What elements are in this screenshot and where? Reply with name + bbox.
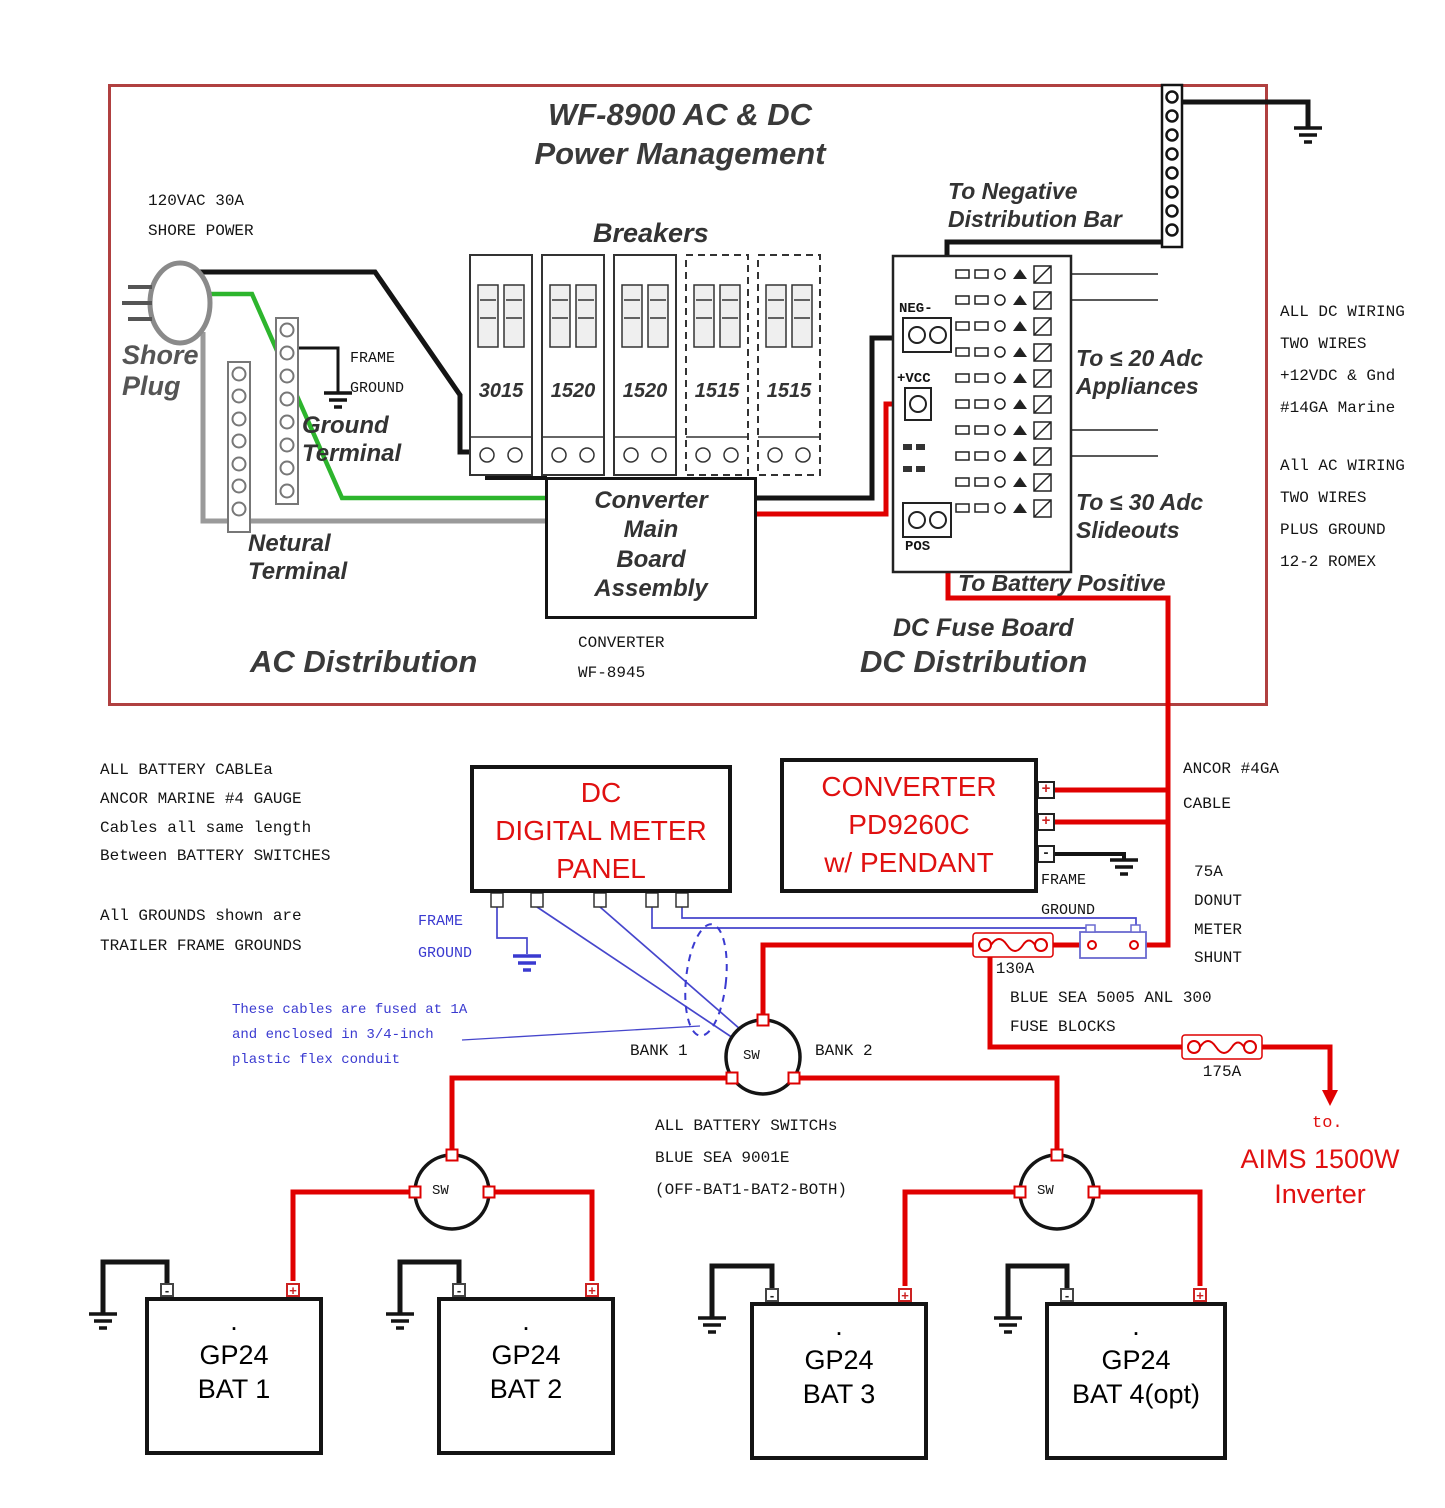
negative-distribution-bar <box>1160 83 1184 249</box>
neutral-terminal-strip <box>227 361 251 533</box>
ac-wiring-note: All AC WIRING TWO WIRES PLUS GROUND 12-2… <box>1280 457 1405 571</box>
breaker-value-3: 1520 <box>622 380 668 402</box>
converter-pd-terminals <box>1037 781 1055 863</box>
conduit-note: These cables are fused at 1A and enclose… <box>232 1002 468 1069</box>
pos-terminal-label: POS <box>905 539 931 555</box>
sw-bank1-label: SW <box>432 1183 449 1199</box>
gray-neutral-wire <box>200 332 547 524</box>
inverter-arrowhead <box>1322 1090 1338 1106</box>
converter-terminal-plus1: + <box>1041 780 1051 797</box>
frame-ground-converter-label: FRAME GROUND <box>1041 872 1096 919</box>
breaker-value-2: 1520 <box>550 380 596 402</box>
neutral-terminal-label: Netural Terminal <box>248 530 348 585</box>
to-30adc-label: To ≤ 30 Adc Slideouts <box>1076 489 1204 543</box>
dc-digital-meter-panel-box: DC DIGITAL METER PANEL <box>470 765 732 893</box>
battery-2-pos-terminal: + <box>585 1283 599 1297</box>
breakers-label: Breakers <box>593 218 709 248</box>
converter-main-board-box: Converter Main Board Assembly <box>545 477 757 619</box>
bank1-label: BANK 1 <box>630 1042 688 1060</box>
meter-sense-wires <box>461 906 1137 1045</box>
shunt-label: 75A DONUT METER SHUNT <box>1194 863 1243 968</box>
conduit-ellipse <box>684 923 728 1037</box>
converter-terminal-minus: - <box>1043 844 1049 861</box>
vcc-terminal-label: +VCC <box>897 371 931 387</box>
panel-title: WF-8900 AC & DC Power Management <box>534 97 826 171</box>
ancor-cable-label: ANCOR #4GA CABLE <box>1183 760 1280 814</box>
battery-2-box: . GP24 BAT 2 <box>437 1297 615 1455</box>
fuse-130a-label: 130A <box>995 960 1035 978</box>
battery-switch-bank1 <box>407 1147 497 1231</box>
battery-3-neg-terminal: - <box>765 1288 779 1302</box>
shore-power-label: 120VAC 30A SHORE POWER <box>148 192 254 241</box>
battery-3-pos-terminal: + <box>898 1288 912 1302</box>
battery-switch-note: ALL BATTERY SWITCHs BLUE SEA 9001E (OFF-… <box>655 1117 848 1199</box>
battery-3-box: . GP24 BAT 3 <box>750 1302 928 1460</box>
frame-ground-panel-label: FRAME GROUND <box>350 350 405 397</box>
dc-distribution-label: DC Distribution <box>860 644 1088 679</box>
power-panel-border <box>108 84 1268 706</box>
battery-switch-bank2 <box>1012 1147 1102 1231</box>
battery-1-box: . GP24 BAT 1 <box>145 1297 323 1455</box>
to-negative-bar-label: To Negative Distribution Bar <box>948 178 1122 232</box>
grounds-note: All GROUNDS shown are TRAILER FRAME GROU… <box>100 907 302 955</box>
battery-4-neg-terminal: - <box>1060 1288 1074 1302</box>
shunt-symbol <box>1079 924 1147 959</box>
to-20adc-label: To ≤ 20 Adc Appliances <box>1076 345 1204 399</box>
shore-plug-label: Shore Plug <box>122 340 199 402</box>
bank2-label: BANK 2 <box>815 1042 873 1060</box>
fuse-blocks-note: BLUE SEA 5005 ANL 300 FUSE BLOCKS <box>1010 989 1212 1036</box>
converter-model-label: CONVERTER WF-8945 <box>578 634 665 683</box>
neg-terminal-label: NEG- <box>899 301 933 317</box>
breaker-value-5: 1515 <box>766 380 812 402</box>
sw-bank2-label: SW <box>1037 1183 1054 1199</box>
inverter-to-label: to. <box>1312 1114 1343 1133</box>
ground-terminal-label: Ground Terminal <box>302 412 402 467</box>
shore-plug-symbol <box>122 260 213 346</box>
inverter-label: AIMS 1500W Inverter <box>1240 1144 1400 1210</box>
breaker-bank <box>469 254 821 476</box>
battery-1-pos-terminal: + <box>286 1283 300 1297</box>
meter-panel-pins <box>490 892 689 908</box>
breaker-value-1: 3015 <box>478 380 524 402</box>
fuse-175a-label: 175A <box>1202 1063 1242 1081</box>
frame-ground-meter-label: FRAME GROUND <box>418 913 473 962</box>
dc-positive-wires <box>290 401 1333 1286</box>
dc-fuse-board-label: DC Fuse Board <box>893 614 1074 642</box>
to-battery-positive-label: To Battery Positive <box>958 570 1166 596</box>
ac-distribution-label: AC Distribution <box>250 644 478 679</box>
breaker-value-4: 1515 <box>694 380 740 402</box>
battery-4-box: . GP24 BAT 4(opt) <box>1045 1302 1227 1460</box>
converter-terminal-plus2: + <box>1041 812 1051 829</box>
dc-wiring-note: ALL DC WIRING TWO WIRES +12VDC & Gnd #14… <box>1280 303 1405 417</box>
battery-2-neg-terminal: - <box>452 1283 466 1297</box>
sw-main-label: SW <box>743 1048 760 1064</box>
battery-1-neg-terminal: - <box>160 1283 174 1297</box>
battery-cable-note: ALL BATTERY CABLEa ANCOR MARINE #4 GAUGE… <box>100 761 331 866</box>
dc-fuse-board <box>891 254 1158 574</box>
ground-terminal-strip <box>275 317 299 505</box>
battery-4-pos-terminal: + <box>1193 1288 1207 1302</box>
fuse-130a-symbol <box>972 932 1054 958</box>
converter-pd9260c-box: CONVERTER PD9260C w/ PENDANT <box>780 758 1038 893</box>
